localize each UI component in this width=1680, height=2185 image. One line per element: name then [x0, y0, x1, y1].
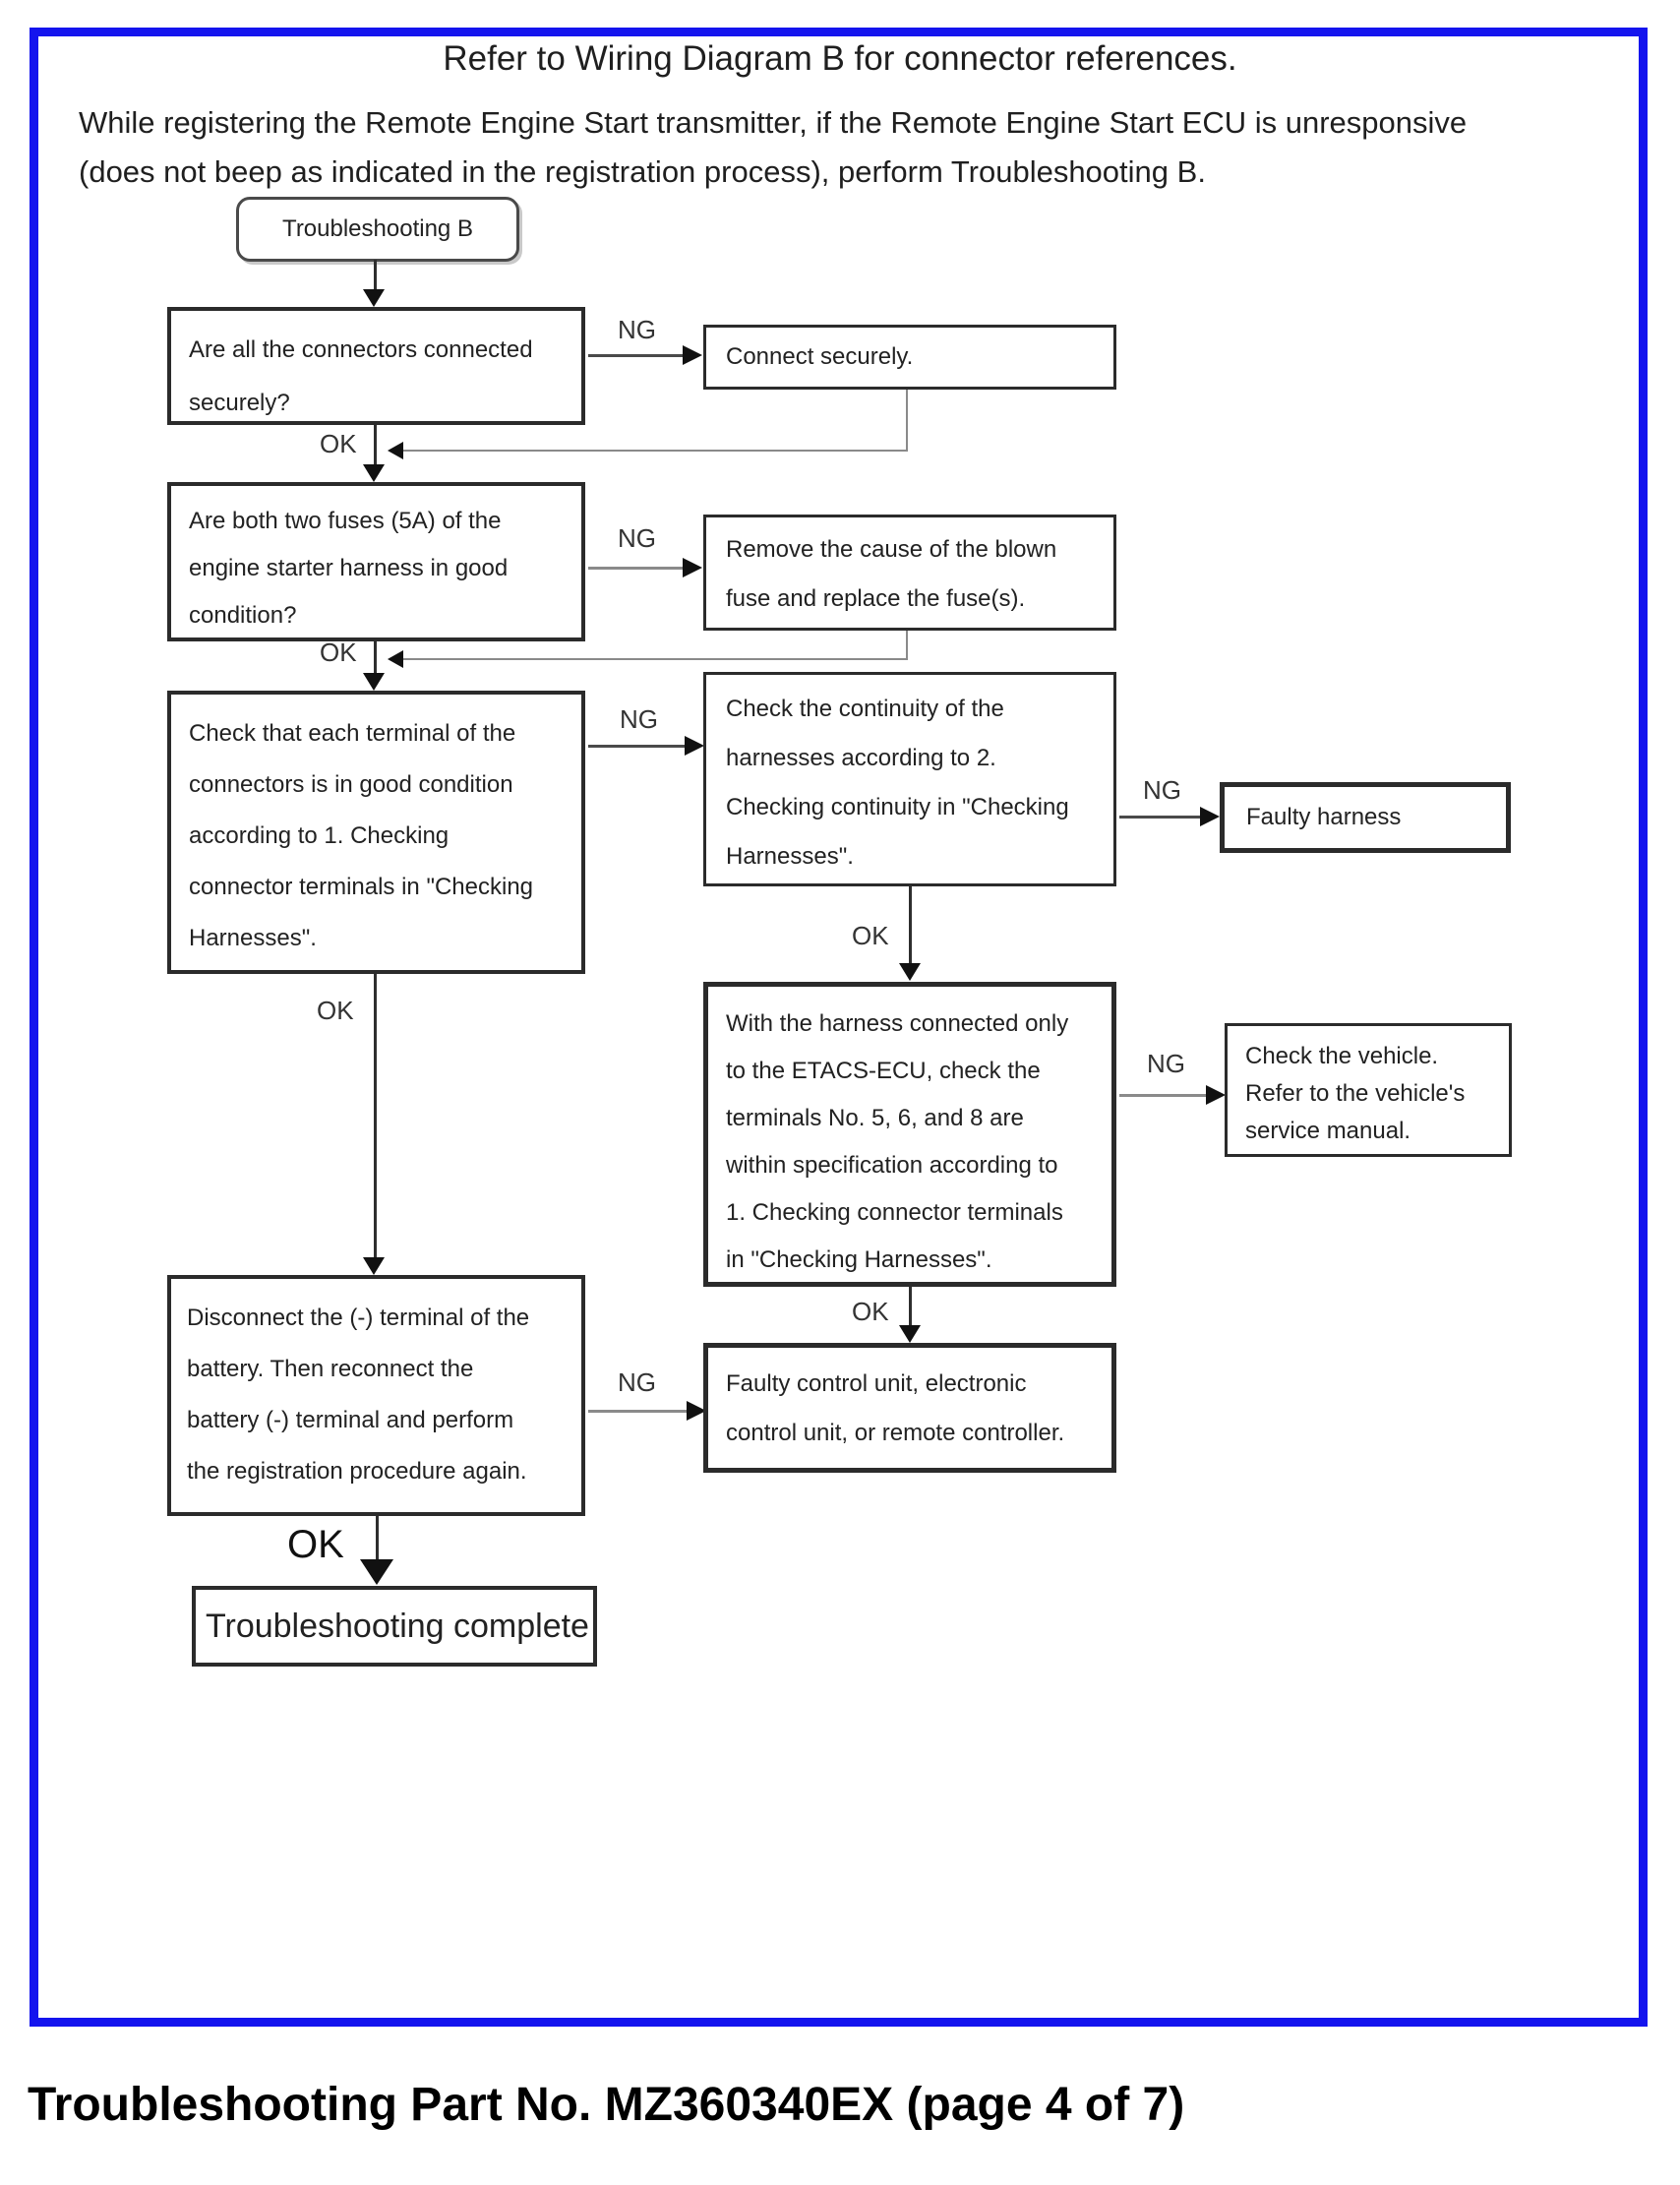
node-start-troubleshooting-b: Troubleshooting B	[236, 197, 519, 262]
connector-b2-return-h	[403, 658, 908, 660]
node-check-terminals: Check that each terminal of the connecto…	[167, 691, 585, 974]
arrowhead-a1-b1	[683, 345, 702, 365]
node-text-line: Connect securely.	[726, 343, 914, 370]
node-action-replace-fuse: Remove the cause of the blown fuse and r…	[703, 515, 1116, 631]
node-text-line: Refer to the vehicle's	[1245, 1080, 1466, 1107]
arrowhead-a4-end	[360, 1559, 393, 1585]
arrowhead-a2-b2	[683, 558, 702, 577]
node-text-line: Remove the cause of the blown	[726, 536, 1057, 563]
node-battery-reconnect: Disconnect the (-) terminal of the batte…	[167, 1275, 585, 1516]
arrowhead-a3-b3	[685, 736, 704, 756]
node-text-line: to the ETACS-ECU, check the	[726, 1058, 1041, 1084]
connector-b3-c1	[1119, 816, 1204, 819]
arrowhead-a2-a3	[363, 673, 385, 691]
node-text-line: Are both two fuses (5A) of the	[189, 508, 502, 534]
node-text-line: Check that each terminal of the	[189, 720, 516, 747]
intro-line-1: While registering the Remote Engine Star…	[79, 105, 1468, 140]
node-text-line: battery. Then reconnect the	[187, 1356, 474, 1382]
node-result-faulty-control-unit: Faulty control unit, electronic control …	[703, 1343, 1116, 1473]
connector-a4-c3	[588, 1410, 687, 1413]
node-text-line: in "Checking Harnesses".	[726, 1246, 992, 1273]
label-ng-6: NG	[618, 1367, 656, 1397]
node-text-line: the registration procedure again.	[187, 1458, 527, 1485]
connector-a2-b2	[588, 567, 683, 570]
node-text-line: Troubleshooting complete	[206, 1607, 589, 1645]
connector-a1-b1	[588, 354, 683, 357]
node-result-check-vehicle: Check the vehicle. Refer to the vehicle'…	[1225, 1023, 1512, 1157]
arrowhead-a4-c3	[687, 1401, 706, 1421]
node-check-continuity: Check the continuity of the harnesses ac…	[703, 672, 1116, 886]
node-text-line: within specification according to	[726, 1152, 1058, 1179]
node-question-fuses: Are both two fuses (5A) of the engine st…	[167, 482, 585, 641]
label-ok-1: OK	[320, 429, 357, 458]
node-text-line: Faulty harness	[1246, 804, 1402, 830]
arrowhead-b4-c2	[1206, 1085, 1226, 1105]
intro-line-2: (does not beep as indicated in the regis…	[79, 154, 1206, 189]
node-text-line: securely?	[189, 390, 290, 416]
connector-a3-a4	[374, 974, 377, 1257]
arrowhead-b1-return	[388, 442, 403, 459]
node-text-line: Faulty control unit, electronic	[726, 1370, 1027, 1397]
node-text-line: connectors is in good condition	[189, 771, 513, 798]
node-text-line: With the harness connected only	[726, 1010, 1069, 1037]
connector-b4-c3	[909, 1287, 912, 1326]
label-ok-mid: OK	[317, 996, 354, 1025]
node-text-line: connector terminals in "Checking	[189, 874, 534, 900]
label-ok-final: OK	[287, 1523, 344, 1566]
intro-paragraph: While registering the Remote Engine Star…	[79, 98, 1554, 197]
node-text-line: control unit, or remote controller.	[726, 1420, 1065, 1446]
connector-a3-b3	[588, 745, 685, 748]
label-ok-4: OK	[852, 1297, 889, 1326]
node-text-line: according to 1. Checking	[189, 822, 450, 849]
node-text-line: harnesses according to 2.	[726, 745, 996, 771]
node-question-connectors: Are all the connectors connected securel…	[167, 307, 585, 425]
node-text-line: Disconnect the (-) terminal of the	[187, 1305, 530, 1331]
node-text-line: Check the vehicle.	[1245, 1043, 1439, 1069]
node-text-line: terminals No. 5, 6, and 8 are	[726, 1105, 1024, 1131]
node-text-line: Check the continuity of the	[726, 696, 1004, 722]
label-ok-3: OK	[852, 921, 889, 950]
connector-b1-return-h	[403, 450, 908, 452]
node-text-line: Harnesses".	[189, 925, 317, 951]
start-label: Troubleshooting B	[282, 215, 473, 242]
node-text-line: Checking continuity in "Checking	[726, 794, 1069, 820]
arrowhead-b4-c3	[899, 1325, 921, 1343]
node-text-line: fuse and replace the fuse(s).	[726, 585, 1026, 612]
page-title: Refer to Wiring Diagram B for connector …	[443, 39, 1237, 78]
node-check-etacs-terminals: With the harness connected only to the E…	[703, 982, 1116, 1287]
arrowhead-a1-a2	[363, 464, 385, 482]
connector-b4-c2	[1119, 1094, 1210, 1097]
arrowhead-a3-a4	[363, 1257, 385, 1275]
label-ng-1: NG	[618, 315, 656, 344]
connector-start-a1	[374, 260, 377, 291]
node-text-line: condition?	[189, 602, 297, 629]
label-ok-2: OK	[320, 637, 357, 667]
node-troubleshooting-complete: Troubleshooting complete	[192, 1586, 597, 1667]
arrowhead-b3-b4	[899, 963, 921, 981]
page-footer: Troubleshooting Part No. MZ360340EX (pag…	[28, 2079, 1185, 2131]
connector-a4-end	[376, 1516, 379, 1561]
node-text-line: 1. Checking connector terminals	[726, 1199, 1063, 1226]
connector-a1-a2	[374, 425, 377, 466]
arrowhead-b3-c1	[1200, 807, 1220, 826]
node-text-line: engine starter harness in good	[189, 555, 509, 581]
label-ng-2: NG	[618, 523, 656, 553]
connector-a2-a3	[374, 641, 377, 675]
node-result-faulty-harness: Faulty harness	[1220, 782, 1511, 853]
node-text-line: Are all the connectors connected	[189, 336, 533, 363]
node-text-line: battery (-) terminal and perform	[187, 1407, 514, 1433]
connector-b2-return-v	[906, 631, 908, 659]
node-text-line: Harnesses".	[726, 843, 854, 870]
node-text-line: service manual.	[1245, 1118, 1411, 1144]
arrowhead-b2-return	[388, 650, 403, 668]
label-ng-3: NG	[620, 704, 658, 734]
connector-b1-return-v	[906, 390, 908, 451]
node-action-connect-securely: Connect securely.	[703, 325, 1116, 390]
connector-b3-b4	[909, 886, 912, 963]
label-ng-4: NG	[1143, 775, 1181, 805]
arrowhead-start-a1	[363, 289, 385, 307]
label-ng-5: NG	[1147, 1049, 1185, 1078]
